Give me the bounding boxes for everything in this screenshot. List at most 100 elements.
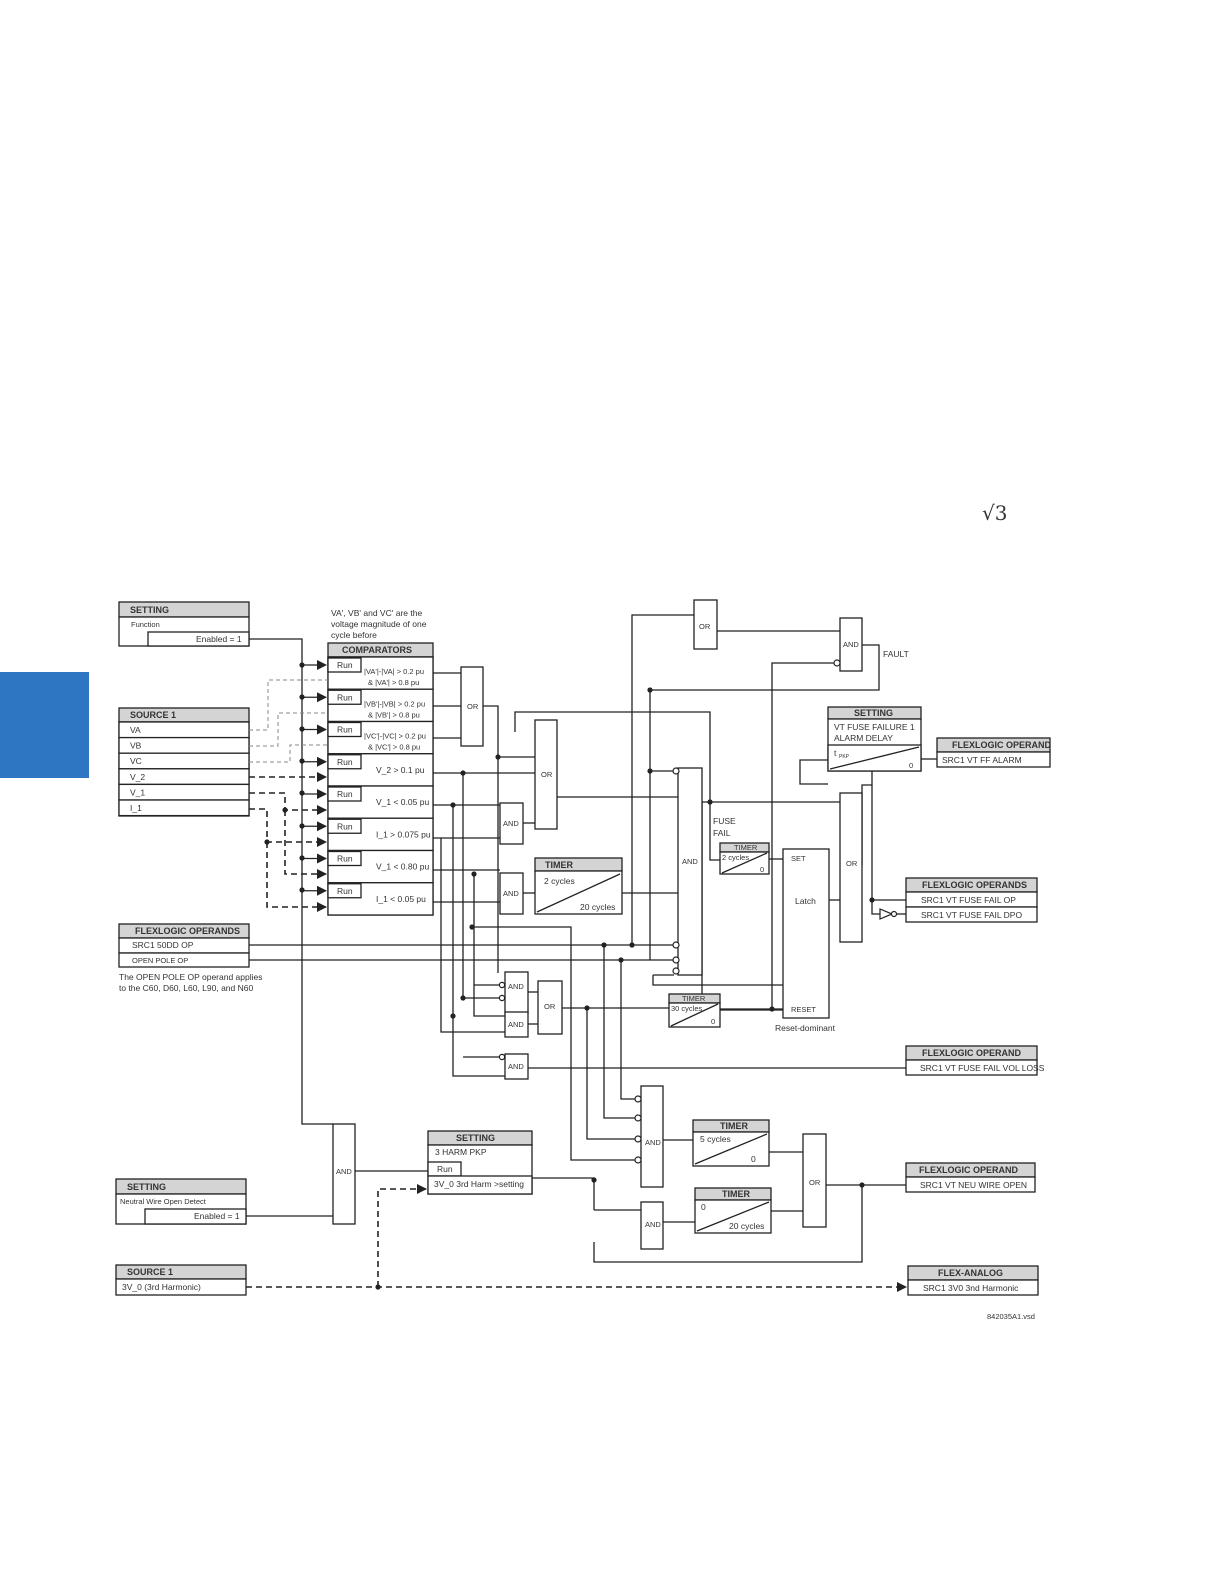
flexlogic-neu-wire: FLEXLOGIC OPERAND SRC1 VT NEU WIRE OPEN — [905, 1162, 1036, 1193]
gate-and-vol-loss: AND — [498, 1053, 529, 1080]
timer-5-cycles: TIMER 5 cycles 0 — [692, 1119, 770, 1167]
setting-neutral-block: SETTING Neutral Wire Open Detect Enabled… — [115, 1178, 247, 1225]
svg-text:FUSE: FUSE — [713, 816, 736, 826]
sqrt3-symbol: √3 — [982, 501, 1008, 525]
svg-text:SET: SET — [791, 854, 806, 863]
svg-text:20 cycles: 20 cycles — [580, 902, 615, 912]
prefault-note: VA', VB' and VC' are the voltage magnitu… — [331, 608, 427, 640]
comparator-run-label: Run — [337, 854, 353, 864]
svg-text:Enabled = 1: Enabled = 1 — [194, 1211, 240, 1221]
svg-text:Neutral Wire Open Detect: Neutral Wire Open Detect — [120, 1197, 207, 1206]
fault-label: FAULT — [883, 649, 909, 659]
timer-2-20-cycles: TIMER 2 cycles 20 cycles — [534, 857, 623, 915]
svg-text:PKP: PKP — [839, 754, 850, 760]
gate-and-fuse-fail: AND — [672, 767, 703, 976]
comparator-run-box — [327, 786, 362, 802]
svg-text:2 cycles: 2 cycles — [722, 853, 749, 862]
svg-text:Latch: Latch — [795, 896, 816, 906]
latch-block: SET Latch RESET Reset-dominant — [775, 848, 836, 1033]
svg-text:SETTING: SETTING — [130, 605, 169, 615]
svg-text:3V_0 3rd Harm >setting: 3V_0 3rd Harm >setting — [434, 1179, 524, 1189]
gate-or-main: OR — [534, 719, 558, 830]
svg-text:AND: AND — [508, 1062, 524, 1071]
svg-text:Reset-dominant: Reset-dominant — [775, 1023, 836, 1033]
timer-fuse-fail: TIMER 2 cycles 0 — [719, 842, 770, 875]
timer-30-cycles: TIMER 30 cycles 0 — [668, 993, 721, 1028]
svg-text:RESET: RESET — [791, 1005, 816, 1014]
gate-and-1222: AND — [640, 1201, 664, 1250]
source1-item: V_2 — [130, 772, 145, 782]
svg-text:AND: AND — [645, 1138, 661, 1147]
svg-text:FLEXLOGIC OPERANDS: FLEXLOGIC OPERANDS — [922, 880, 1027, 890]
chapter-side-tab — [0, 672, 89, 778]
svg-text:OR: OR — [467, 702, 479, 711]
gate-or-neutral: OR — [802, 1133, 827, 1228]
comparator-run-label: Run — [337, 757, 353, 767]
comparator-run-label: Run — [337, 660, 353, 670]
comparator-condition: |VA'|-|VA| > 0.2 pu — [364, 667, 424, 676]
comparator-condition: & |VC'| > 0.8 pu — [368, 743, 420, 752]
svg-text:SETTING: SETTING — [456, 1133, 495, 1143]
svg-text:Run: Run — [437, 1164, 453, 1174]
svg-text:voltage magnitude of one: voltage magnitude of one — [331, 619, 427, 629]
svg-text:AND: AND — [843, 640, 859, 649]
svg-text:OR: OR — [699, 622, 711, 631]
comparators-block: COMPARATORS Run |VA'|-|VA| > 0.2 pu & |VA'… — [327, 642, 434, 916]
comparator-run-label: Run — [337, 821, 353, 831]
svg-text:TIMER: TIMER — [734, 843, 758, 852]
comparator-condition: & |VB'| > 0.8 pu — [368, 710, 420, 719]
gate-and-fault: AND — [833, 617, 863, 672]
svg-text:t: t — [834, 748, 837, 758]
comparator-run-box — [327, 850, 362, 867]
svg-text:3V_0 (3rd Harmonic): 3V_0 (3rd Harmonic) — [122, 1282, 201, 1292]
comparator-condition: V_2 > 0.1 pu — [376, 765, 425, 775]
flex-analog-3v0: FLEX-ANALOG SRC1 3V0 3nd Harmonic — [907, 1265, 1039, 1296]
comparator-condition: |VC'|-|VC| > 0.2 pu — [364, 732, 426, 741]
comparator-run-box — [327, 721, 362, 738]
svg-text:TIMER: TIMER — [682, 994, 706, 1003]
svg-text:2 cycles: 2 cycles — [544, 876, 575, 886]
flexlogic-fuse-fail: FLEXLOGIC OPERANDS SRC1 VT FUSE FAIL OP … — [905, 877, 1038, 923]
gate-or-1006: OR — [537, 980, 563, 1035]
svg-text:5 cycles: 5 cycles — [700, 1134, 731, 1144]
gate-or-latch-out: OR — [839, 792, 863, 943]
svg-text:COMPARATORS: COMPARATORS — [342, 645, 412, 655]
svg-text:3 HARM PKP: 3 HARM PKP — [435, 1147, 487, 1157]
svg-text:FLEXLOGIC OPERANDS: FLEXLOGIC OPERANDS — [135, 926, 240, 936]
comparator-run-label: Run — [337, 725, 353, 735]
gate-and-1140: AND — [634, 1085, 664, 1188]
svg-text:FLEXLOGIC OPERAND: FLEXLOGIC OPERAND — [919, 1165, 1019, 1175]
svg-text:AND: AND — [508, 982, 524, 991]
svg-text:AND: AND — [336, 1167, 352, 1176]
svg-text:0: 0 — [701, 1202, 706, 1212]
comparator-run-box — [327, 883, 362, 899]
comparator-condition: V_1 < 0.05 pu — [376, 797, 429, 807]
svg-text:OR: OR — [541, 770, 553, 779]
svg-text:AND: AND — [682, 857, 698, 866]
svg-text:to the C60, D60, L60, L90, and: to the C60, D60, L60, L90, and N60 — [119, 983, 253, 993]
svg-text:OR: OR — [846, 859, 858, 868]
svg-text:SOURCE 1: SOURCE 1 — [127, 1267, 173, 1277]
svg-text:VT FUSE FAILURE 1: VT FUSE FAILURE 1 — [834, 722, 915, 732]
comparator-condition: |VB'|-|VB| > 0.2 pu — [364, 699, 425, 708]
svg-text:The OPEN POLE OP operand appli: The OPEN POLE OP operand applies — [119, 972, 262, 982]
gate-or-abc: OR — [460, 666, 484, 747]
setting-function-block: SETTING Function Enabled = 1 — [118, 601, 250, 647]
svg-text:AND: AND — [508, 1020, 524, 1029]
svg-text:Function: Function — [131, 620, 160, 629]
svg-text:FLEXLOGIC OPERAND: FLEXLOGIC OPERAND — [922, 1048, 1022, 1058]
fuse-fail-label: FUSE FAIL — [713, 816, 736, 838]
gate-and-986: AND — [498, 971, 529, 1014]
comparator-run-box — [327, 818, 362, 834]
svg-text:TIMER: TIMER — [720, 1121, 748, 1131]
gate-and-v1-i1-low: AND — [499, 872, 524, 915]
svg-text:Enabled = 1: Enabled = 1 — [196, 634, 242, 644]
svg-text:OPEN POLE OP: OPEN POLE OP — [132, 956, 188, 965]
comparator-run-box — [327, 754, 362, 770]
svg-text:OR: OR — [544, 1002, 556, 1011]
svg-text:30 cycles: 30 cycles — [671, 1004, 703, 1013]
comparator-condition: & |VA'| > 0.8 pu — [368, 678, 419, 687]
svg-text:AND: AND — [503, 819, 519, 828]
gate-and-v1-i1: AND — [499, 802, 524, 845]
